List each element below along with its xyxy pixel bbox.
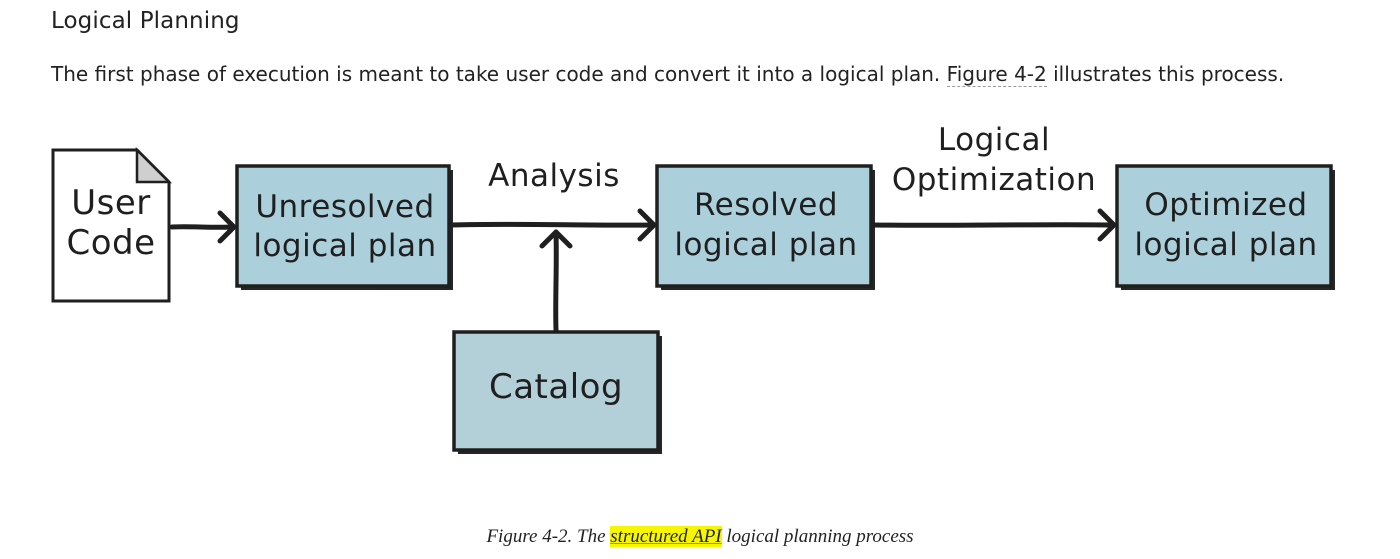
figure-caption: Figure 4-2. The structured API logical p… xyxy=(0,526,1400,548)
figure-4-2-link[interactable]: Figure 4-2 xyxy=(946,62,1047,87)
resolved-label-line1: Resolved xyxy=(694,187,838,223)
arrow-user-to-unresolved xyxy=(169,224,235,230)
user-code-label-line1: User xyxy=(71,183,151,223)
user-code-label-line2: Code xyxy=(66,223,155,263)
user-code-document: User Code xyxy=(51,146,173,303)
arrowhead-resolved-to-optimized xyxy=(1097,208,1117,242)
optimized-label-line1: Optimized xyxy=(1144,187,1307,223)
arrowhead-unresolved-to-resolved xyxy=(637,208,657,242)
section-heading: Logical Planning xyxy=(51,8,240,34)
optimized-logical-plan-box: Optimized logical plan xyxy=(1115,164,1333,288)
arrowhead-catalog-to-analysis xyxy=(539,229,573,249)
arrow-catalog-to-analysis xyxy=(553,229,559,333)
paragraph-text-before: The first phase of execution is meant to… xyxy=(51,62,947,86)
logical-optimization-label-line2: Optimization xyxy=(892,162,1096,198)
arrow-unresolved-to-resolved xyxy=(449,221,655,228)
resolved-label-line2: logical plan xyxy=(674,227,857,263)
catalog-label: Catalog xyxy=(489,367,623,407)
caption-prefix: Figure 4-2. The xyxy=(486,526,611,547)
unresolved-logical-plan-box: Unresolved logical plan xyxy=(235,164,451,288)
unresolved-label-line1: Unresolved xyxy=(255,189,434,225)
caption-suffix: logical planning process xyxy=(721,526,914,547)
intro-paragraph: The first phase of execution is meant to… xyxy=(51,62,1285,87)
optimized-label-line2: logical plan xyxy=(1134,227,1317,263)
logical-planning-diagram: User Code Unresolved logical plan Resolv… xyxy=(51,122,1335,454)
analysis-label: Analysis xyxy=(488,158,620,194)
arrowhead-user-to-unresolved xyxy=(217,210,237,244)
caption-highlight: structured API xyxy=(610,526,722,547)
resolved-logical-plan-box: Resolved logical plan xyxy=(655,164,873,288)
catalog-box: Catalog xyxy=(452,330,660,452)
arrow-resolved-to-optimized xyxy=(871,222,1115,228)
logical-optimization-label-line1: Logical xyxy=(938,122,1050,158)
paragraph-text-after: illustrates this process. xyxy=(1046,62,1285,86)
unresolved-label-line2: logical plan xyxy=(253,228,436,264)
